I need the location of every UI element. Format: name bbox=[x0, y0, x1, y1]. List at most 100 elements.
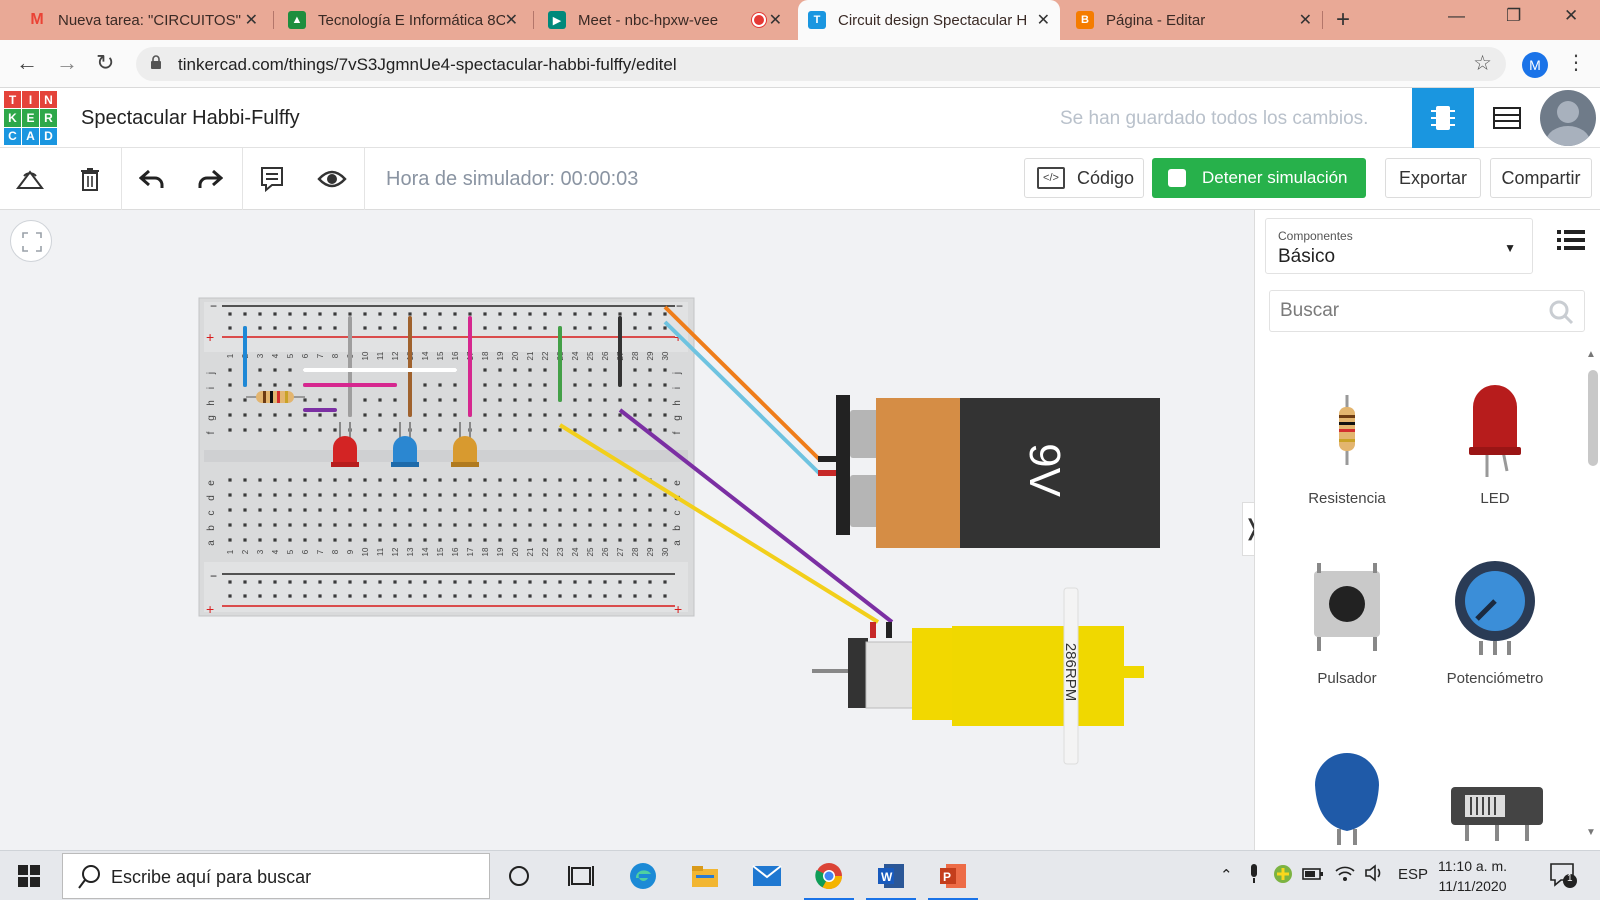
security-shield-icon[interactable] bbox=[1272, 863, 1294, 889]
breadboard[interactable]: − + − + − + + 12345678910111213141516171… bbox=[198, 297, 695, 617]
tab-classroom[interactable]: ▲ Tecnología E Informática 8C ✕ bbox=[278, 0, 528, 40]
component-led[interactable]: LED bbox=[1425, 375, 1565, 515]
component-pushbutton[interactable]: Pulsador bbox=[1277, 555, 1417, 695]
language-indicator[interactable]: ESP bbox=[1398, 866, 1429, 883]
component-potentiometer[interactable]: Potenciómetro bbox=[1425, 555, 1565, 695]
code-button[interactable]: </> Código bbox=[1024, 158, 1144, 198]
resistor-on-board[interactable] bbox=[246, 391, 305, 403]
panel-scrollbar[interactable]: ▲ ▼ bbox=[1585, 349, 1599, 838]
row-letter: i bbox=[672, 387, 683, 389]
fit-view-button[interactable] bbox=[10, 220, 52, 262]
share-button[interactable]: Compartir bbox=[1490, 158, 1592, 198]
file-explorer-icon[interactable] bbox=[688, 859, 722, 893]
powerpoint-icon[interactable]: P bbox=[936, 859, 970, 893]
tinkercad-logo[interactable]: T I N K E R C A D bbox=[4, 91, 58, 145]
list-view-button[interactable] bbox=[1557, 228, 1585, 252]
microphone-icon[interactable] bbox=[1248, 863, 1260, 889]
browser-menu-icon[interactable]: ⋮ bbox=[1566, 52, 1586, 74]
system-clock[interactable]: 11:10 a. m. 11/11/2020 bbox=[1438, 856, 1507, 896]
scroll-up-icon[interactable]: ▲ bbox=[1586, 349, 1596, 360]
breadboard-hole bbox=[378, 538, 382, 542]
windows-start-icon[interactable] bbox=[18, 865, 40, 887]
battery-icon[interactable] bbox=[1302, 865, 1324, 887]
breadboard-hole bbox=[498, 428, 502, 432]
url-text[interactable]: tinkercad.com/things/7vS3JgmnUe4-spectac… bbox=[178, 55, 677, 74]
profile-avatar[interactable]: M bbox=[1522, 52, 1548, 78]
tab-meet[interactable]: ▶ Meet - nbc-hpxw-vee ✕ bbox=[538, 0, 792, 40]
close-icon[interactable]: ✕ bbox=[768, 12, 782, 29]
component-slide-switch[interactable] bbox=[1425, 745, 1565, 845]
wifi-icon[interactable] bbox=[1334, 863, 1356, 887]
cortana-icon[interactable] bbox=[502, 859, 536, 893]
components-dropdown[interactable]: Componentes Básico ▼ bbox=[1265, 218, 1533, 274]
chrome-icon[interactable] bbox=[812, 859, 846, 893]
component-search[interactable] bbox=[1269, 290, 1585, 332]
search-input[interactable] bbox=[1280, 300, 1540, 322]
forward-arrow-icon[interactable]: → bbox=[56, 50, 78, 75]
breadboard-hole bbox=[243, 428, 247, 432]
led-red[interactable] bbox=[331, 422, 359, 467]
close-icon[interactable]: ✕ bbox=[1298, 12, 1312, 29]
tray-chevron-icon[interactable]: ⌃ bbox=[1220, 867, 1233, 884]
column-number: 13 bbox=[406, 547, 415, 556]
breadboard-hole bbox=[378, 312, 382, 316]
breadboard-hole bbox=[423, 580, 427, 584]
task-view-icon[interactable] bbox=[564, 859, 598, 893]
restore-icon[interactable]: ❐ bbox=[1506, 6, 1522, 25]
project-title[interactable]: Spectacular Habbi-Fulffy bbox=[81, 107, 300, 129]
user-avatar[interactable] bbox=[1540, 90, 1596, 146]
tab-gmail[interactable]: M Nueva tarea: "CIRCUITOS" - ✕ bbox=[18, 0, 268, 40]
circuit-canvas[interactable]: − + − + − + + 12345678910111213141516171… bbox=[0, 210, 1262, 850]
tab-blogger[interactable]: B Página - Editar ✕ bbox=[1066, 0, 1322, 40]
omnibox[interactable]: tinkercad.com/things/7vS3JgmnUe4-spectac… bbox=[136, 47, 1506, 81]
close-icon[interactable]: ✕ bbox=[1036, 12, 1050, 29]
bookmark-star-icon[interactable]: ☆ bbox=[1473, 52, 1492, 75]
breadboard-hole bbox=[588, 493, 592, 497]
breadboard-hole bbox=[243, 538, 247, 542]
breadboard-hole bbox=[573, 538, 577, 542]
notifications-icon[interactable]: 1 bbox=[1548, 861, 1578, 893]
tab-tinkercad[interactable]: T Circuit design Spectacular H ✕ bbox=[798, 0, 1060, 40]
search-icon[interactable] bbox=[1548, 299, 1574, 325]
export-button[interactable]: Exportar bbox=[1385, 158, 1481, 198]
breadboard-hole bbox=[558, 594, 562, 598]
tab-title: Meet - nbc-hpxw-vee bbox=[578, 11, 719, 29]
component-capacitor[interactable] bbox=[1277, 745, 1417, 845]
long-wires[interactable] bbox=[558, 305, 894, 624]
battery-9v[interactable]: 9V bbox=[818, 395, 1160, 548]
undo-button[interactable] bbox=[134, 161, 170, 197]
breadboard-hole bbox=[288, 523, 292, 527]
breadboard-hole bbox=[408, 523, 412, 527]
component-resistor[interactable]: Resistencia bbox=[1277, 375, 1417, 515]
column-number: 30 bbox=[661, 351, 670, 360]
schematic-list-button[interactable] bbox=[1476, 88, 1538, 148]
column-number: 15 bbox=[436, 351, 445, 360]
scroll-down-icon[interactable]: ▼ bbox=[1586, 827, 1596, 838]
dc-motor[interactable]: 286RPM bbox=[812, 587, 1144, 765]
redo-button[interactable] bbox=[192, 161, 228, 197]
scroll-thumb[interactable] bbox=[1588, 370, 1598, 466]
circuit-view-button[interactable] bbox=[1412, 88, 1474, 148]
mail-icon[interactable] bbox=[750, 859, 784, 893]
new-tab-button[interactable]: + bbox=[1336, 6, 1351, 33]
taskbar-search[interactable]: Escribe aquí para buscar bbox=[62, 853, 490, 899]
led-yellow[interactable] bbox=[451, 422, 479, 467]
back-arrow-icon[interactable]: ← bbox=[16, 50, 38, 75]
visibility-button[interactable] bbox=[314, 161, 350, 197]
volume-icon[interactable] bbox=[1364, 863, 1386, 887]
led-blue[interactable] bbox=[391, 422, 419, 467]
jumper-wires[interactable] bbox=[243, 316, 622, 417]
reload-icon[interactable]: ↻ bbox=[96, 50, 115, 75]
window-close-icon[interactable]: ✕ bbox=[1564, 6, 1579, 25]
notes-button[interactable] bbox=[254, 161, 290, 197]
close-icon[interactable]: ✕ bbox=[244, 12, 258, 29]
close-icon[interactable]: ✕ bbox=[504, 12, 518, 29]
column-number: 16 bbox=[451, 351, 460, 360]
word-icon[interactable]: W bbox=[874, 859, 908, 893]
delete-button[interactable] bbox=[72, 161, 108, 197]
rotate-button[interactable] bbox=[12, 161, 48, 197]
minimize-icon[interactable]: — bbox=[1448, 6, 1465, 25]
stop-simulation-button[interactable]: Detener simulación bbox=[1152, 158, 1366, 198]
edge-icon[interactable] bbox=[626, 859, 660, 893]
recording-icon bbox=[752, 13, 766, 27]
